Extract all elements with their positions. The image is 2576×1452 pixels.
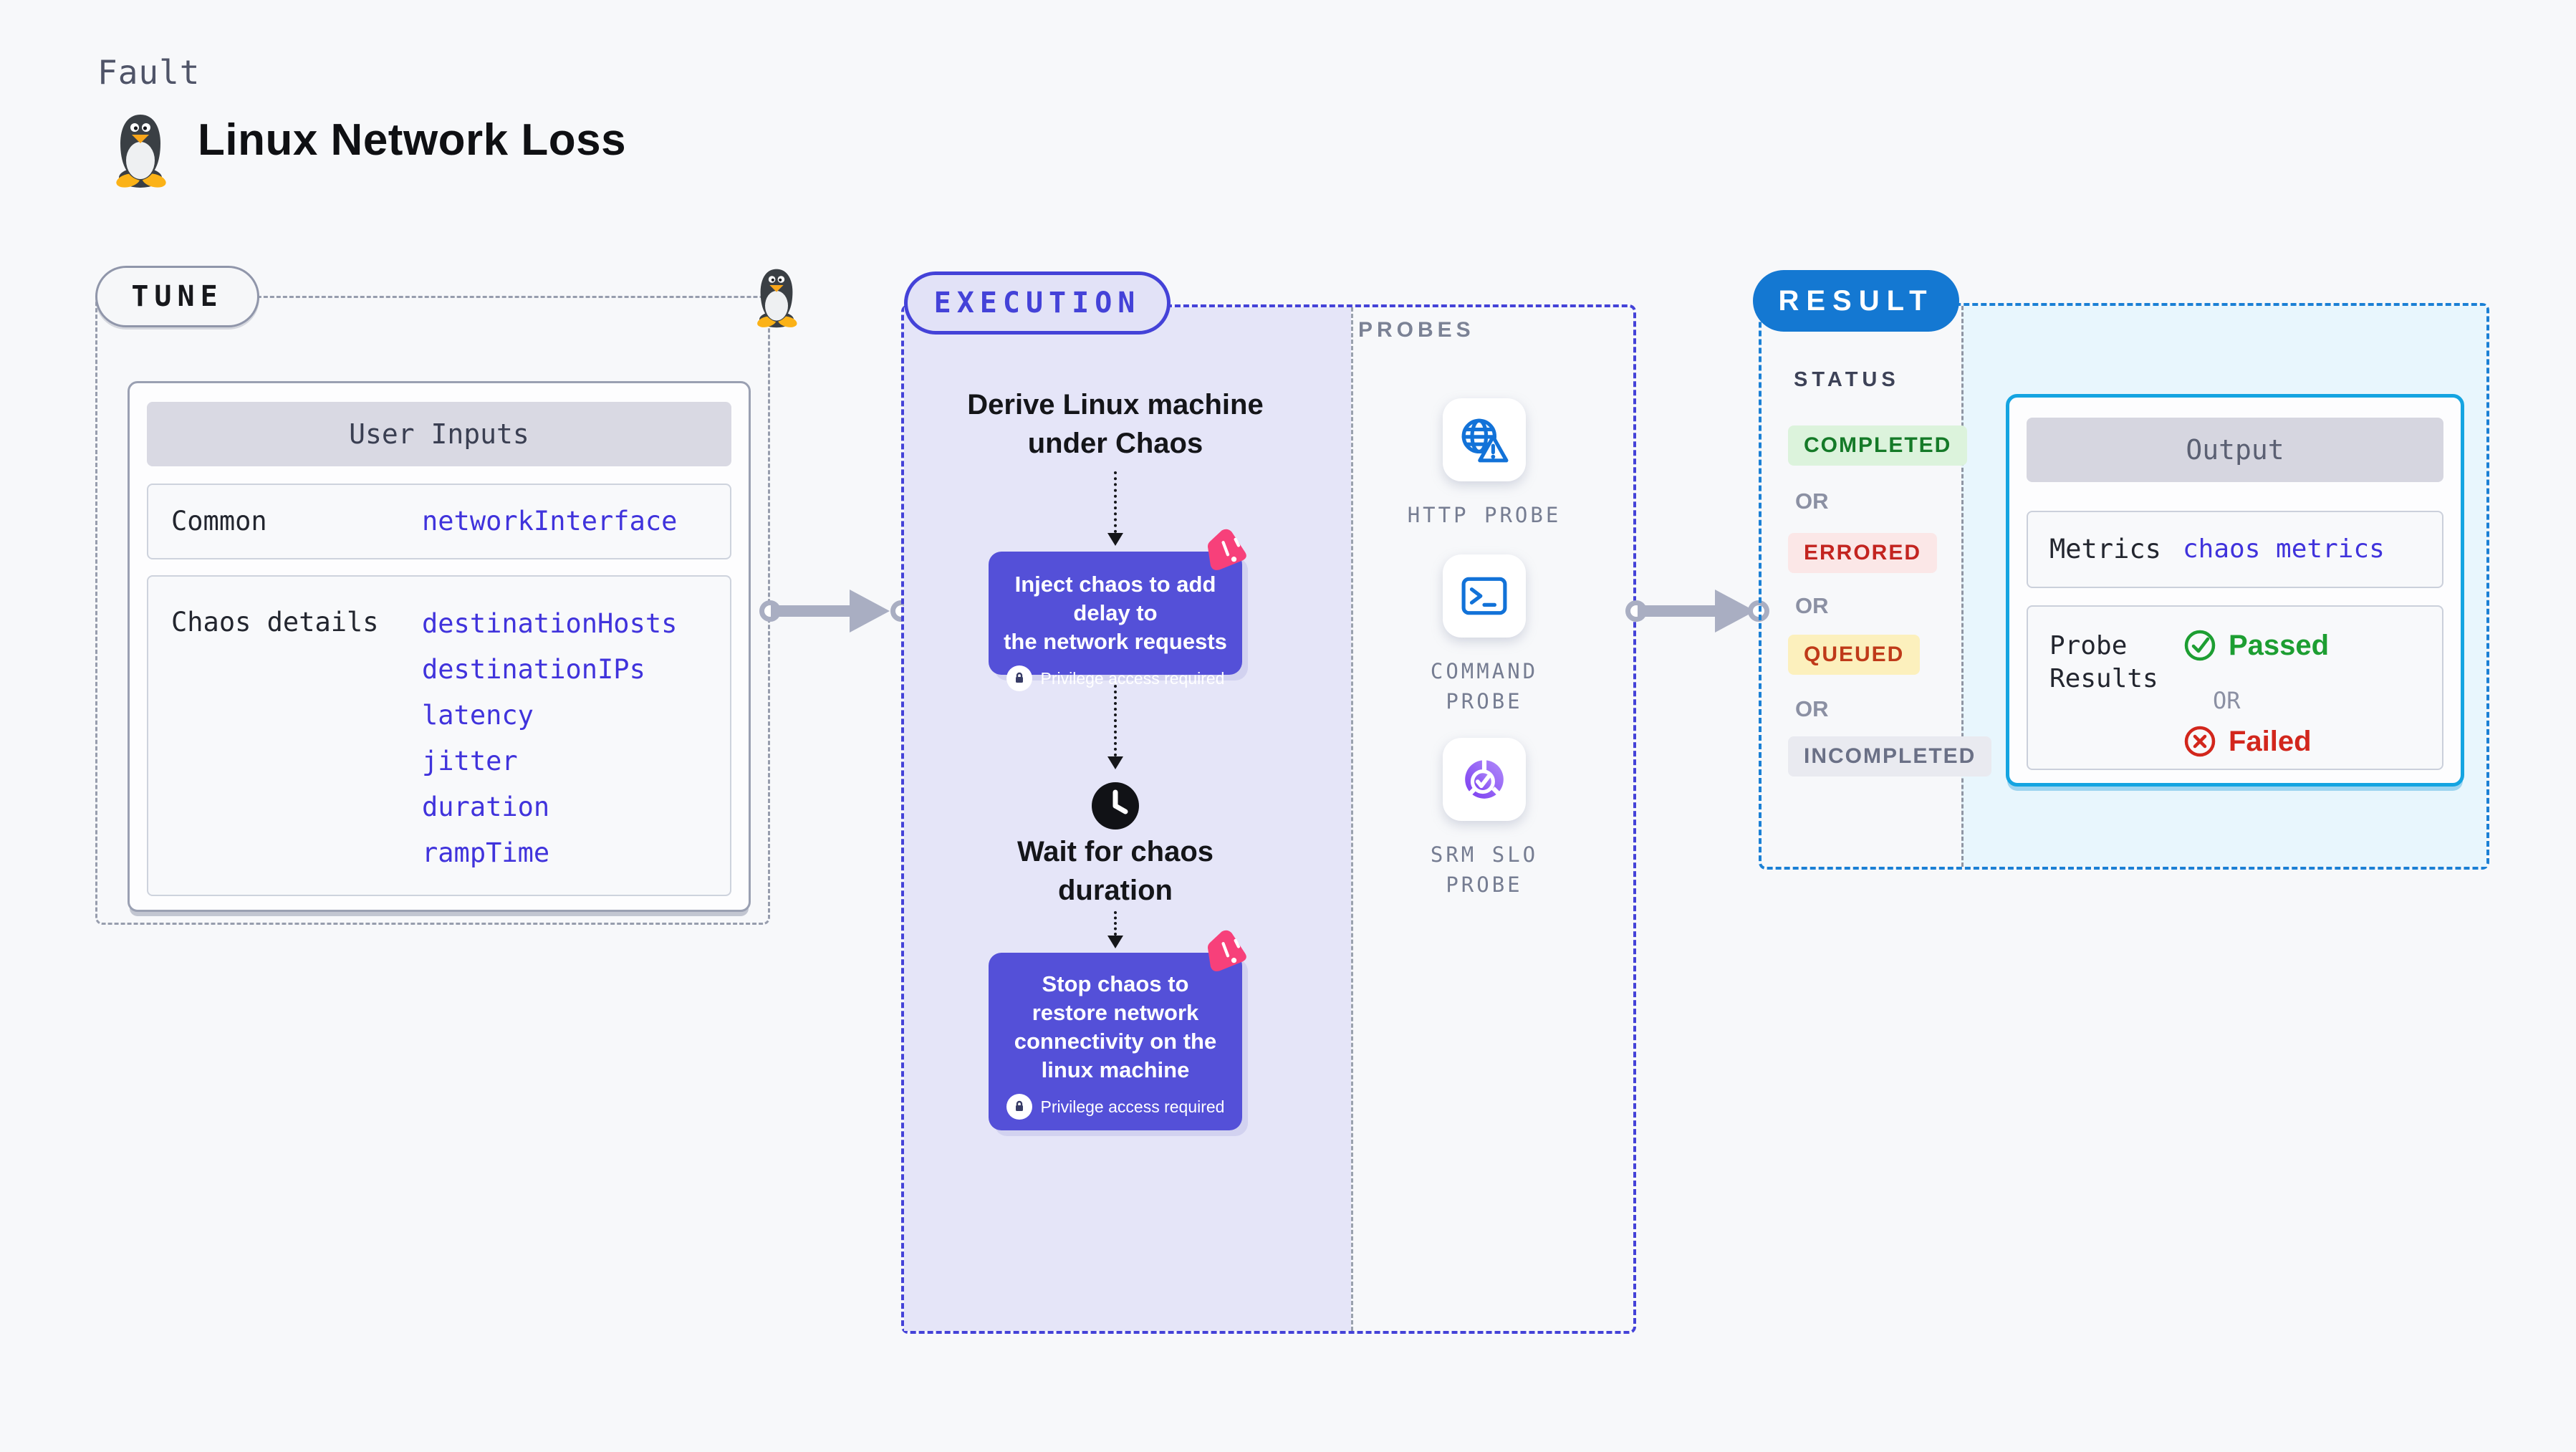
arrow-shaft xyxy=(771,605,851,617)
dotted-arrow-head xyxy=(1107,533,1123,546)
dotted-arrow-head xyxy=(1107,756,1123,769)
globe-alert-icon xyxy=(1459,416,1509,463)
status-badge-incompleted: INCOMPLETED xyxy=(1788,736,1992,777)
metrics-label: Metrics xyxy=(2049,534,2161,564)
command-probe-card xyxy=(1443,554,1526,638)
result-badge: RESULT xyxy=(1753,270,1959,332)
privilege-row: Privilege access required xyxy=(989,665,1242,691)
privilege-label: Privilege access required xyxy=(1040,1097,1225,1116)
arrow-tune-to-execution xyxy=(756,590,914,633)
output-header: Output xyxy=(2027,418,2443,482)
passed-label: Passed xyxy=(2229,629,2330,661)
failed-label: Failed xyxy=(2229,725,2312,757)
metrics-row: Metrics chaos metrics xyxy=(2027,511,2443,588)
input-row-chaos-details: Chaos details destinationHosts destinati… xyxy=(147,575,731,896)
tune-badge: TUNE xyxy=(95,266,259,327)
http-probe-card xyxy=(1443,398,1526,481)
http-probe-label: HTTP PROBE xyxy=(1407,503,1562,527)
input-row-common: Common networkInterface xyxy=(147,484,731,559)
chaos-value: latency xyxy=(422,700,534,731)
privilege-row: Privilege access required xyxy=(989,1094,1242,1120)
arrow-head xyxy=(850,590,890,633)
or-separator: OR xyxy=(2213,687,2241,714)
chaos-value: rampTime xyxy=(422,837,550,868)
lock-icon xyxy=(1006,665,1032,691)
probes-divider xyxy=(1351,307,1353,1331)
chaos-logo-icon xyxy=(1205,529,1251,574)
chaos-value: destinationIPs xyxy=(422,654,645,685)
tux-penguin-icon xyxy=(115,115,168,189)
privilege-label: Privilege access required xyxy=(1040,668,1225,688)
execution-badge: EXECUTION xyxy=(904,271,1171,335)
tux-penguin-corner-icon xyxy=(756,269,799,330)
lock-icon xyxy=(1006,1094,1032,1120)
stop-chaos-card: Stop chaos to restore network connectivi… xyxy=(989,953,1242,1130)
wait-step-text: Wait for chaos duration xyxy=(1017,836,1214,906)
fault-kicker: Fault xyxy=(97,53,201,92)
probe-results-row: Probe Results Passed OR Failed xyxy=(2027,605,2443,770)
common-label: Common xyxy=(171,506,267,537)
status-badge-completed: COMPLETED xyxy=(1788,425,1968,466)
or-separator: OR xyxy=(1795,696,1829,721)
output-panel: Output Metrics chaos metrics Probe Resul… xyxy=(2006,394,2464,787)
passed-result: Passed xyxy=(2183,628,2329,663)
status-badge-errored: ERRORED xyxy=(1788,533,1938,573)
slo-donut-icon xyxy=(1461,756,1508,803)
srm-slo-probe-card xyxy=(1443,738,1526,821)
x-circle-icon xyxy=(2183,724,2217,759)
or-separator: OR xyxy=(1795,593,1829,618)
clock-icon xyxy=(1092,782,1139,830)
check-circle-icon xyxy=(2183,628,2217,663)
dotted-arrow-head xyxy=(1107,936,1123,948)
chaos-logo-icon xyxy=(1205,930,1251,976)
failed-result: Failed xyxy=(2183,724,2312,759)
chaos-value: duration xyxy=(422,792,550,822)
chaos-value: destinationHosts xyxy=(422,608,678,639)
inject-chaos-text: Inject chaos to add delay to the network… xyxy=(1004,572,1227,654)
user-inputs-card: User Inputs Common networkInterface Chao… xyxy=(128,381,751,912)
dotted-arrow xyxy=(1114,471,1117,533)
terminal-icon xyxy=(1461,573,1508,619)
dotted-arrow xyxy=(1114,685,1117,756)
inject-chaos-card: Inject chaos to add delay to the network… xyxy=(989,552,1242,691)
chaos-value: jitter xyxy=(422,746,518,777)
chaos-details-label: Chaos details xyxy=(171,607,379,638)
page-title: Linux Network Loss xyxy=(198,115,627,165)
user-inputs-header: User Inputs xyxy=(147,402,731,466)
srm-slo-probe-label: SRM SLO PROBE xyxy=(1430,842,1539,897)
or-separator: OR xyxy=(1795,489,1829,514)
status-badge-queued: QUEUED xyxy=(1788,635,1921,675)
common-value: networkInterface xyxy=(422,506,678,537)
chaos-details-values: destinationHosts destinationIPs latency … xyxy=(422,601,677,876)
arrow-shaft xyxy=(1638,605,1716,617)
metrics-value: chaos metrics xyxy=(2183,534,2385,564)
dotted-arrow xyxy=(1114,911,1117,936)
status-label: STATUS xyxy=(1794,368,1900,391)
derive-step-text: Derive Linux machine under Chaos xyxy=(967,389,1264,459)
probes-label: PROBES xyxy=(1358,318,1475,342)
command-probe-label: COMMAND PROBE xyxy=(1430,659,1539,713)
stop-chaos-text: Stop chaos to restore network connectivi… xyxy=(1014,971,1217,1082)
probe-results-label: Probe Results xyxy=(2049,631,2158,693)
